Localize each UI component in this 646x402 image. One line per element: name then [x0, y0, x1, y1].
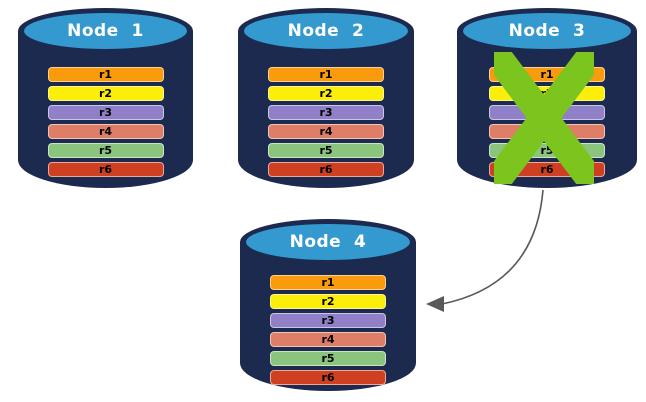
cylinder-top-rim: Node 1 — [18, 8, 193, 54]
record-row-label: r6 — [98, 163, 113, 176]
record-row-label: r1 — [98, 68, 113, 81]
node-2-label: Node 2 — [287, 21, 365, 41]
record-row-label: r6 — [321, 371, 335, 384]
record-row: r1 — [270, 275, 386, 290]
record-row: r3 — [47, 105, 164, 120]
node-3-label: Node 3 — [508, 21, 586, 41]
record-row: r6 — [268, 162, 384, 177]
cylinder-top-face: Node 1 — [24, 13, 187, 49]
record-row-label: r3 — [98, 106, 113, 119]
cylinder-top-face: Node 3 — [463, 13, 631, 49]
record-row-label: r3 — [319, 106, 333, 119]
record-row-label: r3 — [321, 314, 335, 327]
record-row-label: r1 — [540, 68, 554, 81]
record-row-label: r6 — [540, 163, 554, 176]
cylinder-top-rim: Node 2 — [238, 8, 414, 54]
record-row: r4 — [47, 124, 164, 139]
record-row: r3 — [270, 313, 386, 328]
x-mark-icon — [494, 52, 594, 184]
node-1-cylinder: Node 1 r1 r2 r3 r4 r5 r6 — [18, 8, 193, 188]
record-row: r2 — [270, 294, 386, 309]
record-row: r4 — [270, 332, 386, 347]
record-row-label: r2 — [321, 295, 335, 308]
record-row-label: r4 — [319, 125, 333, 138]
record-row-label: r4 — [98, 125, 113, 138]
record-row: r5 — [47, 143, 164, 158]
cylinder-top-rim: Node 4 — [240, 219, 416, 265]
node-4-label: Node 4 — [289, 232, 367, 252]
record-row: r1 — [268, 67, 384, 82]
record-row-label: r1 — [321, 276, 335, 289]
record-row: r5 — [268, 143, 384, 158]
record-row: r3 — [268, 105, 384, 120]
record-row-label: r4 — [321, 333, 335, 346]
record-row-label: r5 — [319, 144, 333, 157]
record-row: r6 — [270, 370, 386, 385]
record-row: r2 — [47, 86, 164, 101]
node-2-rows: r1 r2 r3 r4 r5 r6 — [268, 67, 384, 177]
node-2-cylinder: Node 2 r1 r2 r3 r4 r5 r6 — [238, 8, 414, 188]
record-row-label: r1 — [319, 68, 333, 81]
node-1-rows: r1 r2 r3 r4 r5 r6 — [47, 67, 164, 177]
record-row-label: r2 — [319, 87, 333, 100]
record-row-label: r6 — [319, 163, 333, 176]
record-row: r2 — [268, 86, 384, 101]
record-row: r6 — [47, 162, 164, 177]
record-row-label: r2 — [98, 87, 113, 100]
record-row: r4 — [268, 124, 384, 139]
record-row-label: r5 — [540, 144, 554, 157]
node-4-cylinder: Node 4 r1 r2 r3 r4 r5 r6 — [240, 219, 416, 391]
cylinder-top-face: Node 2 — [244, 13, 408, 49]
record-row: r5 — [270, 351, 386, 366]
cylinder-top-face: Node 4 — [246, 224, 410, 260]
record-row: r1 — [47, 67, 164, 82]
node-1-label: Node 1 — [67, 21, 144, 41]
record-row-label: r5 — [321, 352, 335, 365]
cylinder-top-rim: Node 3 — [457, 8, 637, 54]
node-4-rows: r1 r2 r3 r4 r5 r6 — [270, 275, 386, 385]
record-row-label: r5 — [98, 144, 113, 157]
